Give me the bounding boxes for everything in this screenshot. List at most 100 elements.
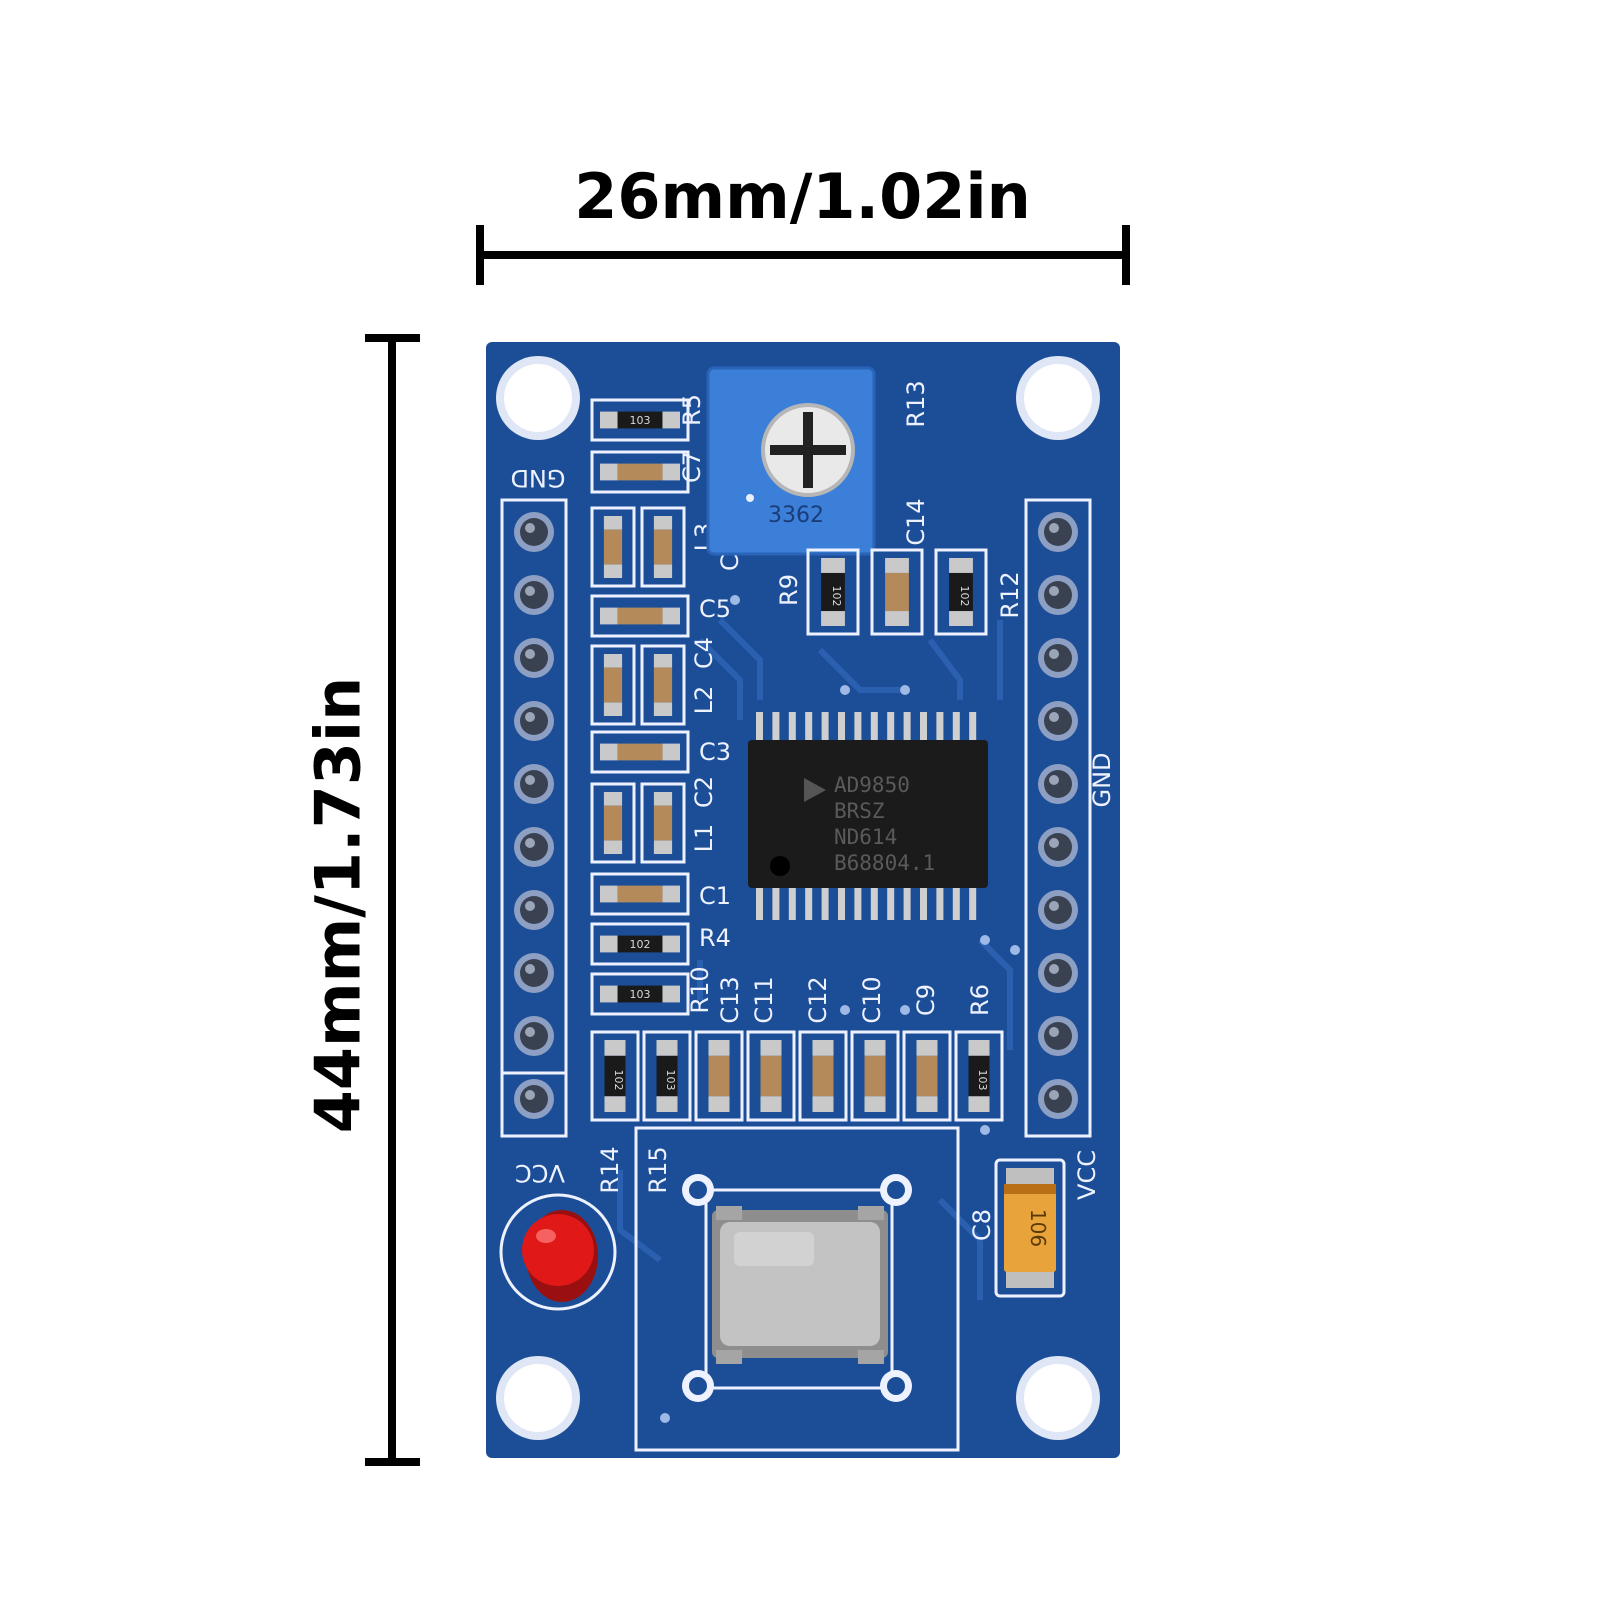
label-c2: C2 (690, 776, 718, 808)
left-header-top-label: GND (510, 464, 565, 492)
capacitor-c9 (902, 1030, 952, 1122)
capacitor-c11 (746, 1030, 796, 1122)
ic-pin-top-7 (854, 712, 862, 742)
resistor-r6-code: 103 (976, 1070, 989, 1091)
resistor-r5-code: 103 (630, 414, 651, 427)
resistor-r6: 103 (954, 1030, 1004, 1122)
ic-pin-top-14 (969, 712, 977, 742)
label-c9: C9 (912, 984, 940, 1016)
right-header-pin-8 (1038, 953, 1078, 993)
label-r14: R14 (596, 1146, 624, 1193)
resistor-r10b: 102 (590, 1030, 640, 1122)
capacitor-c14 (870, 548, 924, 636)
resistor-r10: 103 (590, 972, 690, 1016)
pcb-traces (617, 617, 1093, 1423)
left-header-pin-4 (514, 701, 554, 741)
capacitor-c5 (590, 594, 690, 638)
right-header-pin-6 (1038, 827, 1078, 867)
ic-pin-bottom-12 (936, 886, 944, 920)
left-header-bottom-label: VCC (515, 1159, 565, 1187)
capacitor-c4 (640, 644, 686, 726)
left-header-pin-6 (514, 827, 554, 867)
capacitor-c13 (694, 1030, 744, 1122)
ic-pin-top-13 (952, 712, 960, 742)
left-header-pin-3 (514, 638, 554, 678)
chip-marking-line-1: AD9850 (834, 773, 910, 797)
label-r4: R4 (699, 924, 731, 952)
label-c12: C12 (804, 976, 832, 1023)
capacitor-c6 (640, 506, 686, 588)
label-c13: C13 (716, 976, 744, 1023)
ic-pin-top-9 (887, 712, 895, 742)
ic-pin-top-3 (788, 712, 796, 742)
label-r13: R13 (902, 380, 930, 427)
label-r6: R6 (966, 984, 994, 1016)
label-c7: C7 (678, 451, 706, 483)
ic-pin-top-6 (838, 712, 845, 742)
resistor-r10-code: 103 (630, 988, 651, 1001)
chip-marking-line-2: BRSZ (834, 799, 885, 823)
ic-pin-bottom-4 (805, 886, 813, 920)
ic-pin-top-8 (870, 712, 878, 742)
ic-pin-bottom-7 (854, 886, 862, 920)
width-dimension-label: 26mm/1.02in (574, 160, 1031, 233)
ic-pin-bottom-5 (821, 886, 829, 920)
ad9850-chip (748, 712, 988, 920)
resistor-r4: 102 (590, 922, 690, 966)
resistor-r10b-code: 102 (612, 1070, 625, 1091)
capacitor-c3 (590, 730, 690, 774)
resistor-r12-code: 102 (958, 586, 971, 607)
label-c10: C10 (858, 976, 886, 1023)
crystal-oscillator (712, 1206, 888, 1364)
left-smd-components: 103 102 103 (590, 398, 690, 1016)
trimmer-potentiometer (706, 366, 876, 556)
capacitor-c7 (590, 450, 690, 494)
right-header-pin-2 (1038, 575, 1078, 615)
label-c8: C8 (968, 1209, 996, 1241)
ic-pin-bottom-2 (772, 886, 780, 920)
label-l2: L2 (690, 686, 718, 715)
right-header-top-label: GND (1088, 752, 1116, 807)
right-header-pin-3 (1038, 638, 1078, 678)
resistor-r12: 102 (934, 548, 988, 636)
ic-pin-bottom-9 (887, 886, 895, 920)
capacitor-c12 (798, 1030, 848, 1122)
label-l1: L1 (690, 824, 718, 853)
capacitor-c10 (850, 1030, 900, 1122)
bottom-smd-components: 102 103 103 (590, 1030, 1004, 1122)
left-header-pin-9 (514, 1016, 554, 1056)
oscillator-footprint (634, 1126, 960, 1452)
ic-pin-top-4 (805, 712, 813, 742)
label-r10: R10 (686, 966, 714, 1013)
left-header-pin-8 (514, 953, 554, 993)
resistor-r11: 103 (642, 1030, 692, 1122)
ic-pin-top-10 (903, 712, 911, 742)
inductor-l3 (590, 506, 636, 588)
trimmer-marking: 3362 (768, 503, 824, 528)
label-c4: C4 (690, 637, 718, 669)
ic-pin-top-2 (772, 712, 780, 742)
right-header-pin-9 (1038, 1016, 1078, 1056)
ic-pin-top-1 (756, 712, 763, 742)
label-c5: C5 (699, 595, 731, 623)
chip-marking-line-3: ND614 (834, 825, 897, 849)
ic-pin-top-11 (920, 712, 927, 742)
inductor-l2 (590, 644, 636, 726)
resistor-r4-code: 102 (630, 938, 651, 951)
right-header-pin-10 (1038, 1079, 1078, 1119)
left-header-pin-10 (514, 1079, 554, 1119)
left-header-pin-1 (514, 512, 554, 552)
label-c1: C1 (699, 882, 731, 910)
height-dimension-line (365, 334, 420, 1466)
capacitor-c1 (590, 872, 690, 916)
chip-marking-line-4: B68804.1 (834, 851, 935, 875)
ic-pin-bottom-10 (903, 886, 911, 920)
label-r5: R5 (678, 394, 706, 426)
ic-pin-bottom-6 (838, 886, 845, 920)
right-header-pin-1 (1038, 512, 1078, 552)
ic-pin-bottom-3 (788, 886, 796, 920)
mounting-holes (496, 356, 1100, 1440)
label-c3: C3 (699, 738, 731, 766)
